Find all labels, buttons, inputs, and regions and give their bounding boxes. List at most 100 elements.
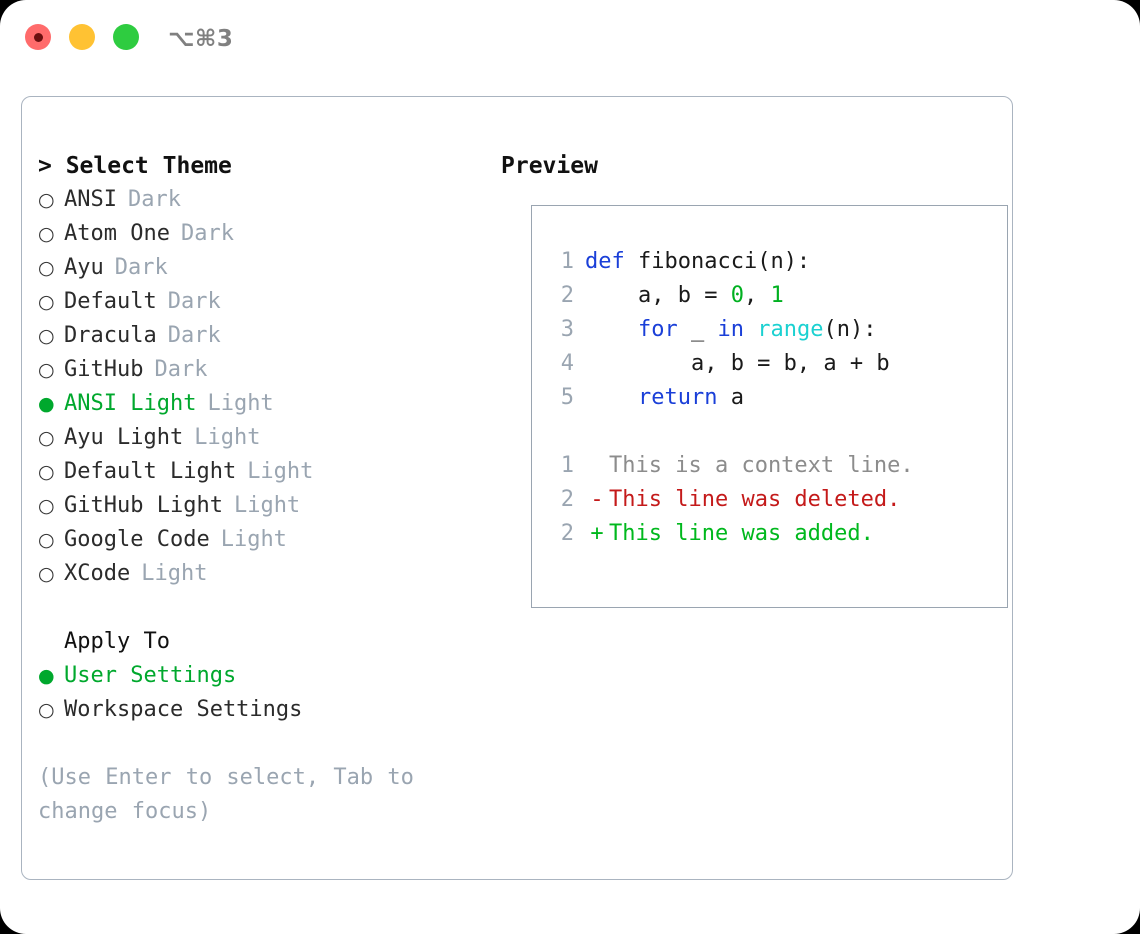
- theme-item-variant: Dark: [154, 357, 208, 382]
- code-token: a, b = b, a + b: [585, 351, 890, 376]
- theme-item-label: Default: [64, 289, 157, 314]
- code-source: a, b = 0, 1: [585, 279, 784, 313]
- theme-item-label: Ayu: [64, 255, 104, 280]
- radio-unselected-icon: ○: [38, 223, 55, 245]
- theme-item[interactable]: ○ Default Dark: [38, 285, 488, 319]
- radio-unselected-icon: ○: [38, 563, 55, 585]
- code-token: range: [757, 317, 824, 342]
- theme-item-label: ANSI: [64, 187, 117, 212]
- title-bar: ⌥⌘3: [0, 0, 1140, 78]
- theme-item-label: Google Code: [64, 527, 210, 552]
- minimize-button[interactable]: [69, 24, 95, 50]
- code-token: [585, 317, 638, 342]
- line-number: 2: [560, 283, 574, 308]
- line-number: 4: [560, 351, 574, 376]
- radio-unselected-icon: ○: [38, 359, 55, 381]
- radio-unselected-icon: ○: [38, 495, 55, 517]
- theme-item-variant: Dark: [167, 323, 221, 348]
- theme-item[interactable]: ○ XCode Light: [38, 557, 488, 591]
- code-token: def: [585, 249, 625, 274]
- theme-item-variant: Light: [233, 493, 301, 518]
- line-number: 3: [560, 317, 574, 342]
- apply-to-options[interactable]: ● User Settings ○Workspace Settings: [38, 659, 488, 727]
- line-number: 2: [560, 521, 574, 546]
- radio-selected-icon: ●: [38, 665, 55, 687]
- spacer: [38, 727, 488, 761]
- theme-item-label: XCode: [64, 561, 131, 586]
- radio-unselected-icon: ○: [38, 291, 55, 313]
- diff-text: This is a context line.: [609, 453, 914, 478]
- apply-to-option[interactable]: ○Workspace Settings: [38, 693, 488, 727]
- diff-line: 2+This line was added.: [548, 517, 914, 551]
- theme-item-variant: Light: [207, 391, 274, 416]
- close-button[interactable]: [25, 24, 51, 50]
- code-token: a, b =: [585, 283, 731, 308]
- code-token: return: [637, 385, 718, 410]
- diff-text: This line was deleted.: [609, 487, 901, 512]
- code-token: for: [637, 317, 678, 342]
- diff-marker: -: [590, 487, 604, 512]
- keyboard-shortcut-label: ⌥⌘3: [168, 26, 234, 52]
- radio-unselected-icon: ○: [38, 699, 55, 721]
- code-line: 2 a, b = 0, 1: [548, 279, 914, 313]
- radio-unselected-icon: ○: [38, 325, 55, 347]
- diff-line: 1 This is a context line.: [548, 449, 914, 483]
- code-token: a: [717, 385, 744, 410]
- radio-selected-icon: ●: [38, 393, 55, 415]
- theme-item-label: Dracula: [64, 323, 157, 348]
- code-token: in: [717, 317, 744, 342]
- theme-item[interactable]: ○ Dracula Dark: [38, 319, 488, 353]
- theme-item-label: Default Light: [64, 459, 237, 484]
- radio-unselected-icon: ○: [38, 257, 55, 279]
- diff-line: 2-This line was deleted.: [548, 483, 914, 517]
- line-number: 1: [560, 453, 574, 478]
- code-line: 5 return a: [548, 381, 914, 415]
- code-source: a, b = b, a + b: [585, 347, 890, 381]
- theme-item-label: Atom One: [64, 221, 170, 246]
- theme-item-variant: Light: [141, 561, 208, 586]
- theme-item[interactable]: ○ Atom One Dark: [38, 217, 488, 251]
- apply-to-heading: Apply To: [64, 629, 170, 654]
- theme-item-variant: Dark: [167, 289, 221, 314]
- diff-text: This line was added.: [609, 521, 874, 546]
- theme-item[interactable]: ○ Default Light Light: [38, 455, 488, 489]
- spacer: [38, 591, 488, 625]
- preview-title: Preview: [501, 153, 598, 179]
- theme-item-label: GitHub: [64, 357, 144, 382]
- code-token: ,: [743, 283, 771, 308]
- theme-item-variant: Dark: [180, 221, 234, 246]
- code-token: 1: [770, 283, 784, 308]
- theme-item-variant: Dark: [114, 255, 168, 280]
- apply-to-option-label: User Settings: [64, 663, 237, 688]
- code-token: 0: [730, 283, 744, 308]
- code-source: return a: [585, 381, 744, 415]
- apply-to-option[interactable]: ● User Settings: [38, 659, 488, 693]
- code-token: _: [677, 317, 718, 342]
- theme-item-variant: Dark: [127, 187, 181, 212]
- theme-item-label: Ayu Light: [64, 425, 184, 450]
- theme-item-variant: Light: [194, 425, 261, 450]
- theme-item[interactable]: ○ Ayu Dark: [38, 251, 488, 285]
- maximize-button[interactable]: [113, 24, 139, 50]
- radio-unselected-icon: ○: [38, 461, 55, 483]
- theme-panel-title: > Select Theme: [38, 153, 232, 179]
- code-token: [744, 317, 757, 342]
- line-number: 1: [560, 249, 574, 274]
- theme-item-variant: Light: [247, 459, 314, 484]
- theme-item-variant: Light: [220, 527, 287, 552]
- code-source: def fibonacci(n):: [585, 245, 810, 279]
- code-line: 1 def fibonacci(n):: [548, 245, 914, 279]
- theme-item[interactable]: ○ GitHub Dark: [38, 353, 488, 387]
- code-source: for _ in range(n):: [585, 313, 876, 347]
